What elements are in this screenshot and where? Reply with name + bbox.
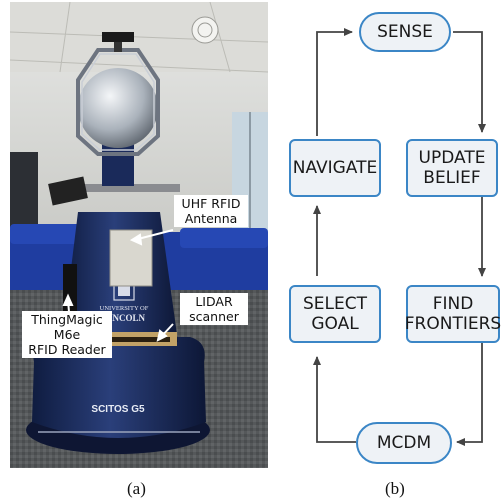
node-update-belief-label: UPDATE BELIEF xyxy=(418,148,486,188)
reader-callout: ThingMagic M6e RFID Reader xyxy=(22,311,112,358)
lidar-callout-text: LIDAR scanner xyxy=(189,294,239,324)
ceiling-vent xyxy=(191,16,219,44)
head-cage-highlight xyxy=(81,53,155,151)
rfid-antenna-panel xyxy=(109,229,153,287)
ceiling-vent-ring xyxy=(197,22,213,38)
robot-dome xyxy=(78,68,158,148)
node-mcdm: MCDM xyxy=(356,422,452,464)
node-navigate: NAVIGATE xyxy=(289,139,381,197)
robot-screen xyxy=(48,176,88,206)
robot-brand-text: SCITOS G5 xyxy=(91,404,145,415)
robot-tray xyxy=(70,184,180,192)
antenna-callout: UHF RFID Antenna xyxy=(174,195,248,227)
caption-a: (a) xyxy=(127,479,146,498)
node-sense: SENSE xyxy=(359,12,451,52)
antenna-callout-text: UHF RFID Antenna xyxy=(181,196,241,226)
node-update-belief: UPDATE BELIEF xyxy=(406,139,498,197)
arrow-frontiers-mcdm xyxy=(456,343,483,446)
top-camera xyxy=(102,32,134,42)
head-cage xyxy=(76,48,160,156)
robot-photo-drawing: SCITOS G5 UNIVERSITY OF LINCOLN xyxy=(10,2,268,468)
sofa-back-right xyxy=(180,228,268,248)
lidar-callout: LIDAR scanner xyxy=(180,293,248,325)
node-mcdm-label: MCDM xyxy=(376,433,432,453)
node-navigate-label: NAVIGATE xyxy=(292,158,378,178)
caption-b: (b) xyxy=(385,479,405,498)
sofa-back-left xyxy=(10,224,90,244)
lidar-window xyxy=(70,337,170,342)
robot-photo: SCITOS G5 UNIVERSITY OF LINCOLN xyxy=(10,2,268,468)
node-find-frontiers: FIND FRONTIERS xyxy=(404,285,502,343)
arrow-sense-update xyxy=(453,31,486,133)
robot-base xyxy=(32,337,206,438)
logo-text-lincoln: LINCOLN xyxy=(103,313,146,323)
camera-mount xyxy=(114,42,122,52)
node-find-frontiers-label: FIND FRONTIERS xyxy=(404,294,502,334)
node-select-goal-label: SELECT GOAL xyxy=(303,294,367,334)
callout-arrows xyxy=(62,229,174,342)
arrow-mcdm-goal xyxy=(313,356,356,443)
node-select-goal: SELECT GOAL xyxy=(289,285,381,343)
reader-callout-text: ThingMagic M6e RFID Reader xyxy=(28,312,106,357)
ceiling-tiles xyxy=(10,2,268,73)
logo-text: UNIVERSITY OF xyxy=(100,305,149,312)
node-sense-label: SENSE xyxy=(377,22,433,42)
arrow-navigate-sense xyxy=(316,28,353,136)
